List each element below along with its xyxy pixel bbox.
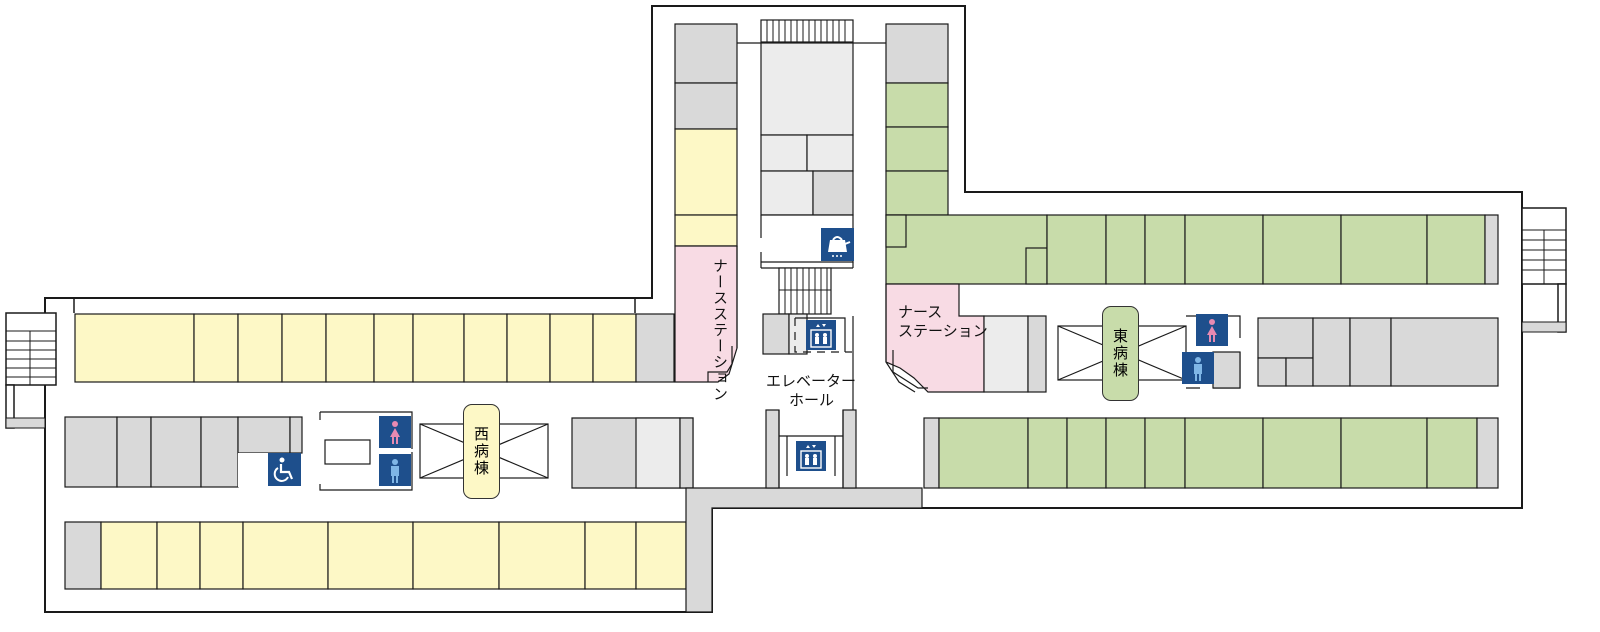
- elevator-hall-label-line2: ホール: [789, 391, 835, 409]
- east-ward-upper-rooms: [885, 214, 1499, 285]
- female-restroom-icon: [1196, 314, 1228, 346]
- east-utility-rooms: [1257, 317, 1499, 387]
- east-nurse-station-label-line2: ステーション: [898, 322, 988, 340]
- male-restroom-icon: [379, 454, 411, 486]
- male-restroom-icon: [1182, 352, 1214, 384]
- wheelchair-icon: [268, 453, 301, 486]
- east-ward-lower-rooms: [923, 417, 1499, 489]
- female-restroom-icon: [379, 416, 411, 448]
- central-middle: [737, 19, 886, 489]
- central-left-rooms: [674, 23, 738, 383]
- central-wall-gray: [685, 487, 923, 613]
- stairs-east: [1521, 207, 1567, 333]
- west-nurse-station-label: ナースステーション: [711, 258, 729, 402]
- west-wing-label-text: 西病棟: [472, 426, 490, 477]
- elevator-icon: [806, 320, 836, 350]
- kettle-icon: [821, 228, 854, 261]
- east-nurse-station-room: [885, 283, 1047, 393]
- central-right-rooms: [885, 23, 949, 216]
- east-wing-label-text: 東病棟: [1111, 328, 1129, 379]
- east-nurse-station-label-line1: ナース: [898, 303, 943, 321]
- east-wing-label: 東病棟: [1102, 306, 1139, 401]
- west-ward-utility-rooms: [64, 416, 694, 489]
- west-ward-upper-rooms: [74, 313, 675, 383]
- west-wing-label: 西病棟: [463, 404, 500, 499]
- stairs-west: [5, 312, 57, 429]
- west-ward-lower-rooms: [64, 521, 687, 590]
- elevator-hall-label-line1: エレベーター: [766, 372, 857, 390]
- elevator-icon: [796, 441, 826, 471]
